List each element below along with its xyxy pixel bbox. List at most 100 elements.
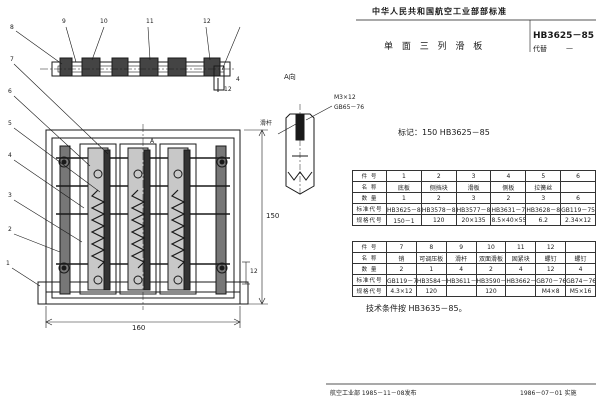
table-cell: M5×16 [565,285,596,297]
table-cell [445,285,477,297]
table-cell: 数 量 [352,263,387,275]
table-row: 标准代号 HB3625－85 HB3578－85 HB3577－85 HB363… [352,203,596,215]
table-cell: 11 [505,241,537,253]
table-cell: 拉簧丝 [525,181,562,193]
balloon-10: 10 [100,18,108,25]
table-cell: GB74－76 [565,274,596,286]
table-cell: HB3625－85 [386,203,422,215]
table-cell: 3 [455,192,492,204]
table-cell: 可调压板 [415,252,447,264]
table-cell: 件 号 [352,241,387,253]
table-cell: 侧挡块 [420,181,457,193]
table-cell: 12 [535,241,567,253]
table-cell: 标准代号 [352,274,387,286]
table-cell: 6.2 [525,214,562,226]
table-cell: 2 [420,192,457,204]
table-cell: 销 [386,252,417,264]
table-cell: 4 [490,170,527,182]
parts-table-1: 件 号 1 2 3 4 5 6 名 称 底板 侧挡块 滑板 侧板 拉簧丝 数 量… [352,170,596,226]
dim-overall-height: 150 [266,212,280,220]
table-cell: M4×8 [535,285,567,297]
balloon-8: 8 [10,24,14,31]
view-a-detail [277,104,333,196]
table-cell: HB3631－71 [490,203,527,215]
table-cell [560,181,596,193]
table-cell: 7 [386,241,417,253]
table-cell: 3 [455,170,492,182]
table-cell: 2 [475,263,507,275]
screw-callout-standard: GB65－76 [334,104,365,111]
table-row: 规格代号 150－1 120 20×135 8.5×40×55 6.2 2.34… [352,214,596,226]
table-cell: 6 [560,170,596,182]
table-cell: 20×135 [455,214,492,226]
table-cell: 名 称 [352,181,387,193]
table-cell [565,241,596,253]
table-cell: HB3662－85 [505,274,537,286]
dim-gap-12: 12 [224,86,232,93]
table-cell: 10 [475,241,507,253]
screw-callout-size: M3×12 [334,94,356,101]
table-cell: 规格代号 [352,214,387,226]
table-cell: 150－1 [386,214,422,226]
balloon-2: 2 [8,226,12,233]
balloon-5: 5 [8,120,12,127]
dim-right-4: 4 [236,76,240,83]
table-cell: HB3611－85 [445,274,477,286]
table-cell: GB119－75 [560,203,596,215]
drawing-title: 单 面 三 列 滑 板 [384,42,486,52]
marking-text: 标记：150 HB3625－85 [398,128,490,137]
replaces-value: — [566,44,573,52]
dim-overall-width: 160 [132,324,146,332]
replaces-label: 代替 [533,45,547,53]
view-marker-a: A [150,138,155,145]
table-cell: 2 [490,192,527,204]
balloon-7: 7 [10,56,14,63]
leader-lines [11,26,241,287]
side-view [40,57,236,92]
table-cell: 6 [560,192,596,204]
balloon-4: 4 [8,152,12,159]
table-cell: 双面滑板 [475,252,507,264]
table-cell: 侧板 [490,181,527,193]
table-row: 名 称 底板 侧挡块 滑板 侧板 拉簧丝 [352,181,596,193]
table-cell: 8.5×40×55 [490,214,527,226]
table-cell: HB3628－85 [525,203,562,215]
table-cell: 5 [525,170,562,182]
table-cell: 120 [475,285,507,297]
table-cell: 底板 [386,181,422,193]
table-row: 数 量 2 1 4 2 4 12 4 [352,263,596,275]
table-cell: 9 [445,241,477,253]
table-cell: 标准代号 [352,203,387,215]
plan-view [37,124,249,310]
table-cell: 1 [386,170,422,182]
table-cell: 4 [565,263,596,275]
table-cell: 件 号 [352,170,387,182]
dimension-lines [45,129,268,328]
table-cell: 4 [445,263,477,275]
table-cell: 数 量 [352,192,387,204]
table-cell: 1 [386,192,422,204]
table-cell: 1 [415,263,447,275]
table-cell: HB3577－85 [455,203,492,215]
table-cell: HB3584－85 [415,274,447,286]
dim-right-12: 12 [250,268,258,275]
slide-bar-label: 滑杆 [260,120,273,127]
table-cell: 120 [420,214,457,226]
table-cell: 120 [415,285,447,297]
table-cell: GB119－76 [386,274,417,286]
balloon-1: 1 [6,260,10,267]
table-cell: 3 [525,192,562,204]
view-a-label: A向 [284,73,296,81]
table-cell: 螺钉 [535,252,567,264]
table-cell: 名 称 [352,252,387,264]
issue-date: 航空工业部 1985－11－08发布 [330,390,417,397]
balloon-6: 6 [8,88,12,95]
table-cell: 滑杆 [445,252,477,264]
table-row: 件 号 1 2 3 4 5 6 [352,170,596,182]
table-cell: 2 [386,263,417,275]
table-cell: 固紧块 [505,252,537,264]
table-cell: HB3578－85 [420,203,457,215]
balloon-9: 9 [62,18,66,25]
